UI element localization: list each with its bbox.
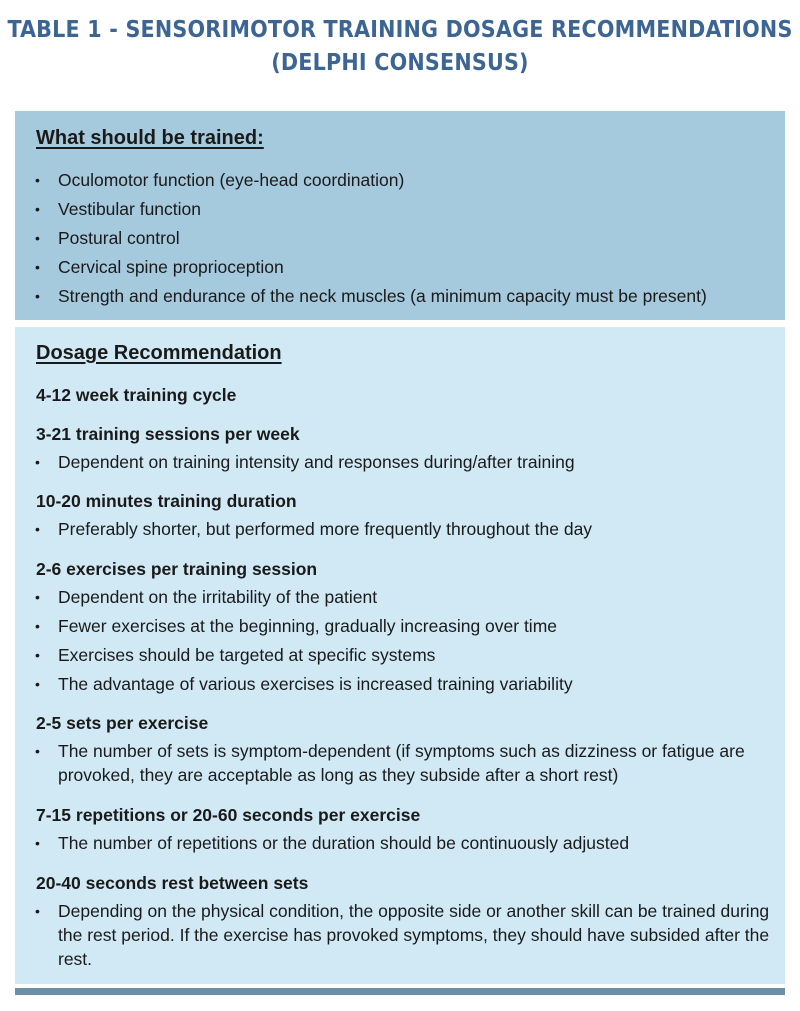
list-item: Exercises should be targeted at specific… xyxy=(15,643,780,667)
list-item: Oculomotor function (eye-head coordinati… xyxy=(15,168,780,192)
group-title: 2-6 exercises per training session xyxy=(36,559,318,579)
dosage-group-duration: 10-20 minutes training duration Preferab… xyxy=(15,489,780,546)
dosage-group-sets: 2-5 sets per exercise The number of sets… xyxy=(15,711,780,792)
page-title: Table 1 - Sensorimotor Training Dosage R… xyxy=(0,14,800,80)
dosage-group-exercises: 2-6 exercises per training session Depen… xyxy=(15,557,780,701)
group-list: The number of repetitions or the duratio… xyxy=(15,831,780,855)
list-item: Dependent on the irritability of the pat… xyxy=(15,585,780,609)
dosage-group-sessions: 3-21 training sessions per week Dependen… xyxy=(15,422,780,479)
group-list: Dependent on training intensity and resp… xyxy=(15,450,780,474)
dosage-group-training-cycle: 4-12 week training cycle xyxy=(15,383,780,411)
title-line-2: (Delphi Consensus) xyxy=(271,50,529,76)
group-list: Preferably shorter, but performed more f… xyxy=(15,517,780,541)
title-line-1: Table 1 - Sensorimotor Training Dosage R… xyxy=(7,17,793,43)
list-item: The advantage of various exercises is in… xyxy=(15,672,780,696)
dosage-group-rest: 20-40 seconds rest between sets Dependin… xyxy=(15,871,780,976)
section-heading-dosage: Dosage Recommendation xyxy=(36,342,282,364)
group-list: Dependent on the irritability of the pat… xyxy=(15,585,780,696)
bottom-divider xyxy=(15,988,785,995)
group-title: 4-12 week training cycle xyxy=(36,385,237,405)
list-item: Fewer exercises at the beginning, gradua… xyxy=(15,614,780,638)
list-item: Depending on the physical condition, the… xyxy=(15,899,780,971)
list-item: The number of repetitions or the duratio… xyxy=(15,831,780,855)
list-item: Postural control xyxy=(15,226,780,250)
list-item: Dependent on training intensity and resp… xyxy=(15,450,780,474)
list-item: The number of sets is symptom-dependent … xyxy=(15,739,780,787)
group-list: The number of sets is symptom-dependent … xyxy=(15,739,780,787)
group-title: 7-15 repetitions or 20-60 seconds per ex… xyxy=(36,805,421,825)
group-title: 3-21 training sessions per week xyxy=(36,424,300,444)
group-title: 20-40 seconds rest between sets xyxy=(36,873,309,893)
group-title: 10-20 minutes training duration xyxy=(36,491,297,511)
train-list: Oculomotor function (eye-head coordinati… xyxy=(15,168,780,313)
section-what-to-train: What should be trained: Oculomotor funct… xyxy=(15,111,785,320)
list-item: Cervical spine proprioception xyxy=(15,255,780,279)
section-dosage-recommendation: Dosage Recommendation 4-12 week training… xyxy=(15,327,785,984)
group-list: Depending on the physical condition, the… xyxy=(15,899,780,971)
dosage-group-repetitions: 7-15 repetitions or 20-60 seconds per ex… xyxy=(15,803,780,860)
section-heading-what-to-train: What should be trained: xyxy=(36,127,264,149)
list-item: Strength and endurance of the neck muscl… xyxy=(15,284,780,308)
list-item: Preferably shorter, but performed more f… xyxy=(15,517,780,541)
list-item: Vestibular function xyxy=(15,197,780,221)
group-title: 2-5 sets per exercise xyxy=(36,713,209,733)
